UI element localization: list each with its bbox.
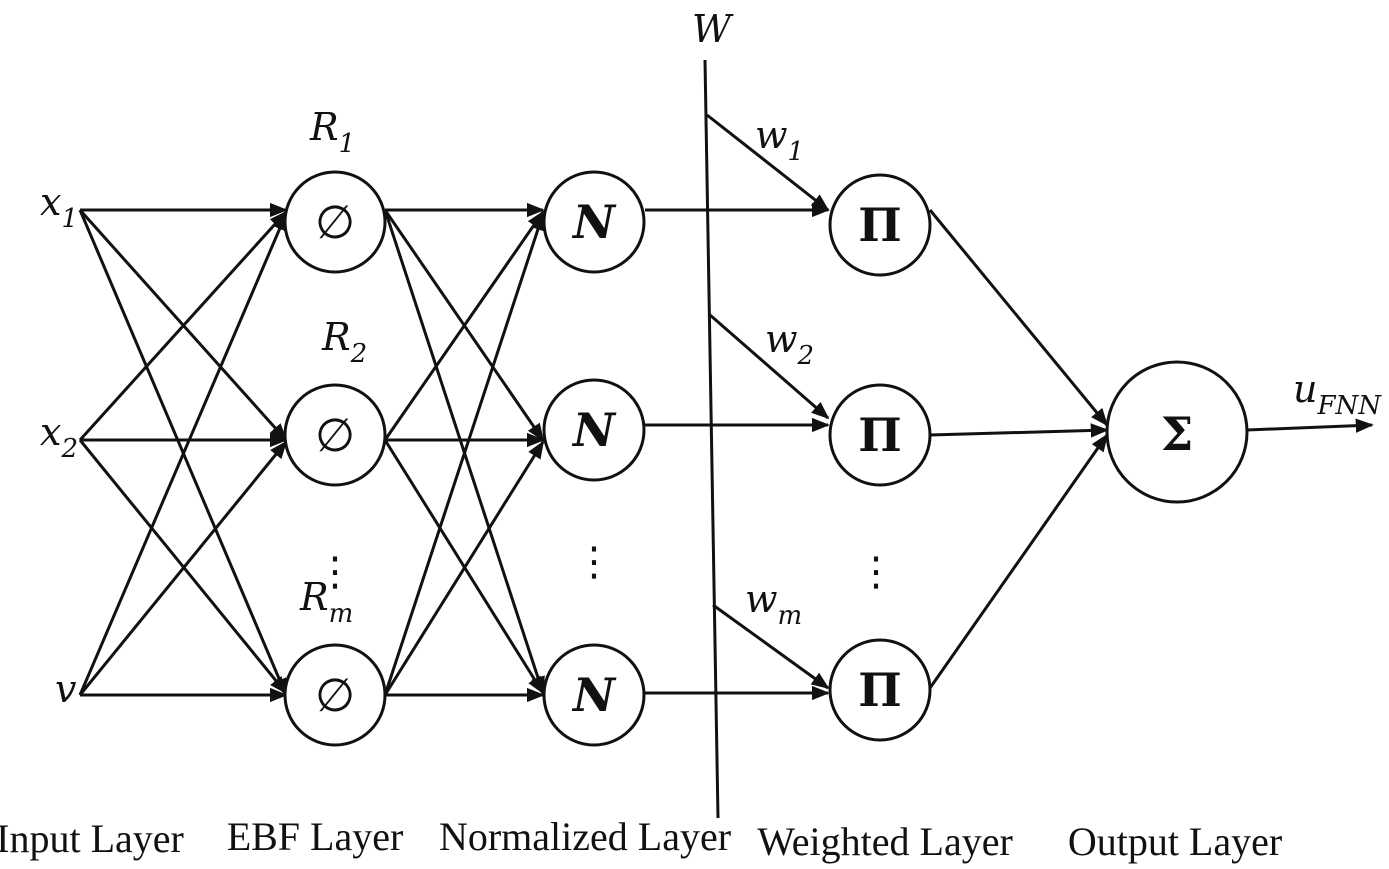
output-arrow [1246,418,1374,433]
weighted-node-m [828,638,932,742]
edges-weighted-to-output [928,209,1109,689]
weight-label-w2: w2 [765,317,814,371]
input-label-x2: x2 [40,410,78,464]
layer-label-normalized: Normalized Layer [439,814,731,859]
ebf-node-1 [283,170,387,274]
ebf-node-m-symbol: ∅ [315,668,355,722]
edges-input-to-ebf [78,202,288,703]
edge-v-r2 [78,440,288,696]
output-label: uFNN [1293,367,1382,421]
weighted-node-m-symbol: Π [858,663,901,717]
weighted-node-2-symbol: Π [858,408,901,462]
normalized-node-m [542,643,646,747]
weight-arrow-wm [712,603,830,690]
normalized-ellipsis: ⋮ [574,539,614,585]
layer-label-weighted: Weighted Layer [757,819,1013,864]
edge-v-r1 [78,212,288,696]
weight-label-wm: wm [745,577,802,631]
weight-bar-label: W [692,7,734,51]
edge-rm-n1 [383,212,545,696]
weight-bar-line [703,59,720,819]
weighted-ellipsis: ⋮ [856,549,896,595]
weight-labels: w1 w2 wm [745,113,814,631]
ebf-layer-nodes: ∅ ∅ ∅ [283,170,387,747]
normalized-node-2 [542,378,646,482]
edge-x2-r1 [78,210,288,442]
weight-arrow-w2 [709,313,830,420]
input-label-x1: x1 [40,180,78,234]
edge-rm-n2 [383,440,545,696]
weight-arrow-w1 [706,113,830,212]
input-labels: x1 x2 v [40,180,78,711]
layer-labels: Input Layer EBF Layer Normalized Layer W… [0,814,1282,864]
edges-normalized-to-weighted [645,202,830,701]
output-node-symbol: Σ [1161,407,1194,461]
rule-labels: R1 R2 Rm [299,105,367,629]
input-label-v: v [55,667,77,711]
normalized-node-m-symbol: N [571,668,617,722]
weight-label-w1: w1 [755,113,804,167]
layer-label-output: Output Layer [1068,819,1282,864]
edge-r2-n1 [383,210,545,441]
normalized-node-1-symbol: N [571,195,617,249]
edge-p1-sum [928,209,1109,427]
output-node [1105,360,1249,504]
ebf-node-2 [283,383,387,487]
edge-p2-sum [929,423,1109,438]
normalized-node-2-symbol: N [571,403,617,457]
rule-label-r1: R1 [309,105,355,159]
rule-label-r2: R2 [321,315,367,369]
ebf-node-m [283,643,387,747]
layer-label-ebf: EBF Layer [227,814,404,859]
weighted-node-1 [828,173,932,277]
layer-label-input: Input Layer [0,816,184,861]
weighted-node-1-symbol: Π [858,198,901,252]
normalized-node-1 [542,170,646,274]
ebf-ellipsis: ⋮ [315,549,355,595]
ebf-node-2-symbol: ∅ [315,408,355,462]
weighted-node-2 [828,383,932,487]
edge-p3-sum [928,433,1109,689]
ebf-node-1-symbol: ∅ [315,195,355,249]
weighted-layer-nodes: Π Π Π [828,173,932,742]
normalized-layer-nodes: N N N [542,170,646,747]
weight-bar [703,59,830,819]
edges-ebf-to-normalized [383,202,545,703]
rule-label-rm: Rm [299,575,353,629]
